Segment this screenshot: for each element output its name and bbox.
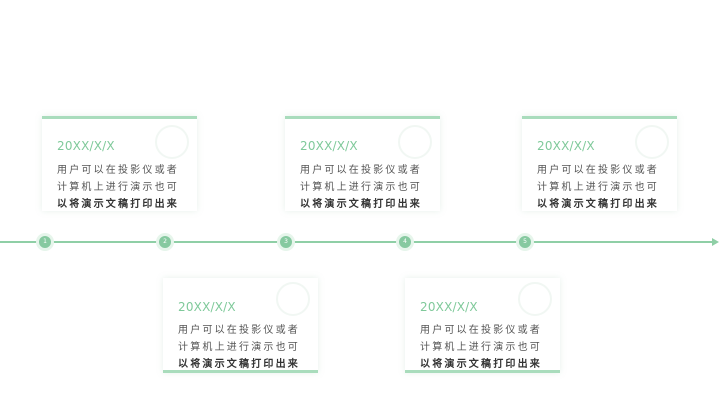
timeline-card-3: 20XX/X/X 用户可以在投影仪或者 计算机上进行演示也可 以将演示文稿打印出… <box>285 116 440 211</box>
card-description: 用户可以在投影仪或者 计算机上进行演示也可 以将演示文稿打印出来 <box>537 162 677 213</box>
desc-line: 用户可以在投影仪或者 <box>57 165 179 176</box>
timeline-card-1: 20XX/X/X 用户可以在投影仪或者 计算机上进行演示也可 以将演示文稿打印出… <box>42 116 197 211</box>
node-number: 4 <box>399 236 411 248</box>
desc-line: 以将演示文稿打印出来 <box>420 359 542 370</box>
node-number: 1 <box>39 236 51 248</box>
timeline-arrow-icon <box>712 238 719 246</box>
timeline-card-4: 20XX/X/X 用户可以在投影仪或者 计算机上进行演示也可 以将演示文稿打印出… <box>405 278 560 373</box>
card-description: 用户可以在投影仪或者 计算机上进行演示也可 以将演示文稿打印出来 <box>420 322 560 373</box>
timeline-line <box>0 241 714 243</box>
node-number: 2 <box>159 236 171 248</box>
timeline-node-1: 1 <box>36 233 54 251</box>
card-date: 20XX/X/X <box>420 300 478 314</box>
card-description: 用户可以在投影仪或者 计算机上进行演示也可 以将演示文稿打印出来 <box>300 162 440 213</box>
desc-line: 计算机上进行演示也可 <box>420 342 542 353</box>
timeline-node-3: 3 <box>277 233 295 251</box>
desc-line: 用户可以在投影仪或者 <box>420 325 542 336</box>
desc-line: 用户可以在投影仪或者 <box>178 325 300 336</box>
desc-line: 以将演示文稿打印出来 <box>178 359 300 370</box>
decorative-icon <box>398 125 432 159</box>
timeline-node-5: 5 <box>516 233 534 251</box>
desc-line: 用户可以在投影仪或者 <box>300 165 422 176</box>
card-date: 20XX/X/X <box>178 300 236 314</box>
card-date: 20XX/X/X <box>537 139 595 153</box>
timeline-card-5: 20XX/X/X 用户可以在投影仪或者 计算机上进行演示也可 以将演示文稿打印出… <box>522 116 677 211</box>
timeline-card-2: 20XX/X/X 用户可以在投影仪或者 计算机上进行演示也可 以将演示文稿打印出… <box>163 278 318 373</box>
desc-line: 以将演示文稿打印出来 <box>300 199 422 210</box>
decorative-icon <box>518 282 552 316</box>
decorative-icon <box>635 125 669 159</box>
timeline-node-4: 4 <box>396 233 414 251</box>
desc-line: 用户可以在投影仪或者 <box>537 165 659 176</box>
desc-line: 计算机上进行演示也可 <box>537 182 659 193</box>
desc-line: 以将演示文稿打印出来 <box>537 199 659 210</box>
card-date: 20XX/X/X <box>57 139 115 153</box>
decorative-icon <box>155 125 189 159</box>
card-description: 用户可以在投影仪或者 计算机上进行演示也可 以将演示文稿打印出来 <box>57 162 197 213</box>
card-description: 用户可以在投影仪或者 计算机上进行演示也可 以将演示文稿打印出来 <box>178 322 318 373</box>
card-date: 20XX/X/X <box>300 139 358 153</box>
desc-line: 计算机上进行演示也可 <box>300 182 422 193</box>
node-number: 5 <box>519 236 531 248</box>
node-number: 3 <box>280 236 292 248</box>
timeline-node-2: 2 <box>156 233 174 251</box>
desc-line: 以将演示文稿打印出来 <box>57 199 179 210</box>
desc-line: 计算机上进行演示也可 <box>178 342 300 353</box>
decorative-icon <box>276 282 310 316</box>
desc-line: 计算机上进行演示也可 <box>57 182 179 193</box>
